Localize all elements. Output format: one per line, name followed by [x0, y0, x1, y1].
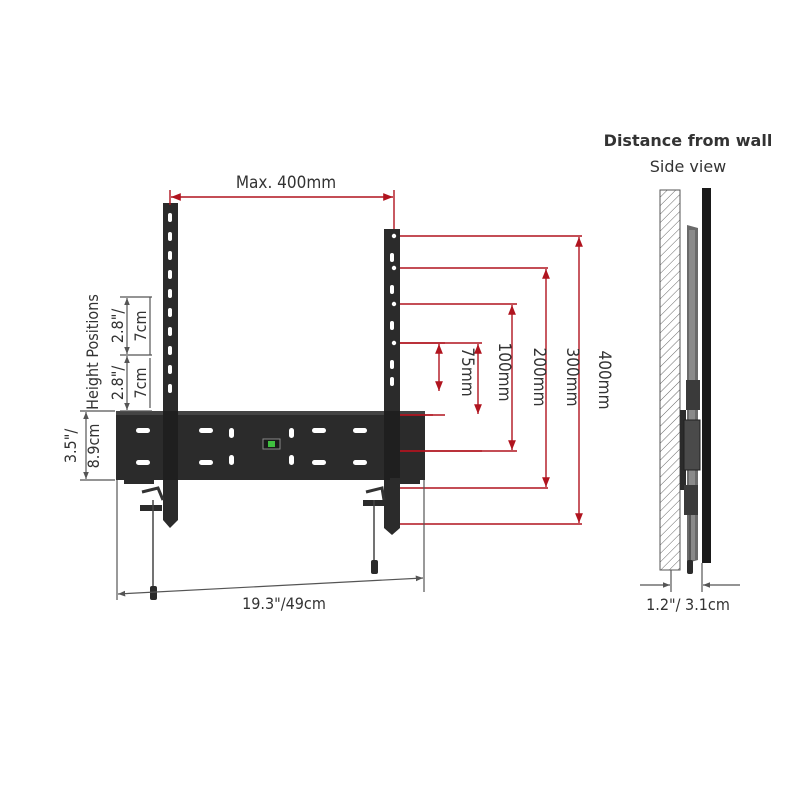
step-inch-label-2: 2.8"/	[108, 366, 127, 401]
depth-label: 1.2"/ 3.1cm	[646, 595, 730, 614]
plate-height-cm-label: 8.9cm	[84, 424, 103, 469]
plate-height-inch-label: 3.5"/	[61, 429, 80, 464]
height-positions-dimension: Height Positions 2.8"/ 7cm 2.8"/ 7cm	[83, 294, 152, 412]
vesa-dimensions: 75mm 100mm 200mm 300mm 400mm	[400, 235, 614, 525]
safety-cord-right	[363, 486, 386, 574]
wall-hatch	[659, 189, 681, 571]
side-view: Distance from wall Side view 1.2"/ 3.1cm	[604, 131, 773, 614]
bracket-profile	[680, 225, 701, 574]
tv-panel	[702, 188, 711, 563]
vesa-200-label: 200mm	[529, 348, 549, 407]
vesa-400-label: 400mm	[594, 351, 614, 410]
vesa-300-label: 300mm	[562, 348, 582, 407]
front-view: Max. 400mm 75mm 100mm 200mm 300mm 400mm	[61, 173, 614, 613]
max-width-label: Max. 400mm	[236, 173, 336, 193]
right-arm	[384, 229, 400, 535]
width-dimension: 19.3"/49cm	[116, 480, 425, 613]
plate-height-dimension: 3.5"/ 8.9cm	[61, 410, 115, 481]
step-inch-label-1: 2.8"/	[108, 309, 127, 344]
vesa-100-label: 100mm	[494, 343, 514, 402]
vesa-75-label: 75mm	[457, 347, 477, 396]
width-label: 19.3"/49cm	[242, 594, 326, 613]
step-cm-label-2: 7cm	[131, 367, 150, 398]
safety-cord-left	[140, 486, 165, 600]
depth-dimension: 1.2"/ 3.1cm	[640, 563, 740, 614]
height-positions-label: Height Positions	[83, 294, 102, 410]
max-width-dimension: Max. 400mm	[169, 173, 395, 229]
side-view-title: Distance from wall	[604, 131, 773, 150]
wall-plate	[116, 411, 425, 484]
step-cm-label-1: 7cm	[131, 310, 150, 341]
side-view-subtitle: Side view	[650, 157, 727, 176]
